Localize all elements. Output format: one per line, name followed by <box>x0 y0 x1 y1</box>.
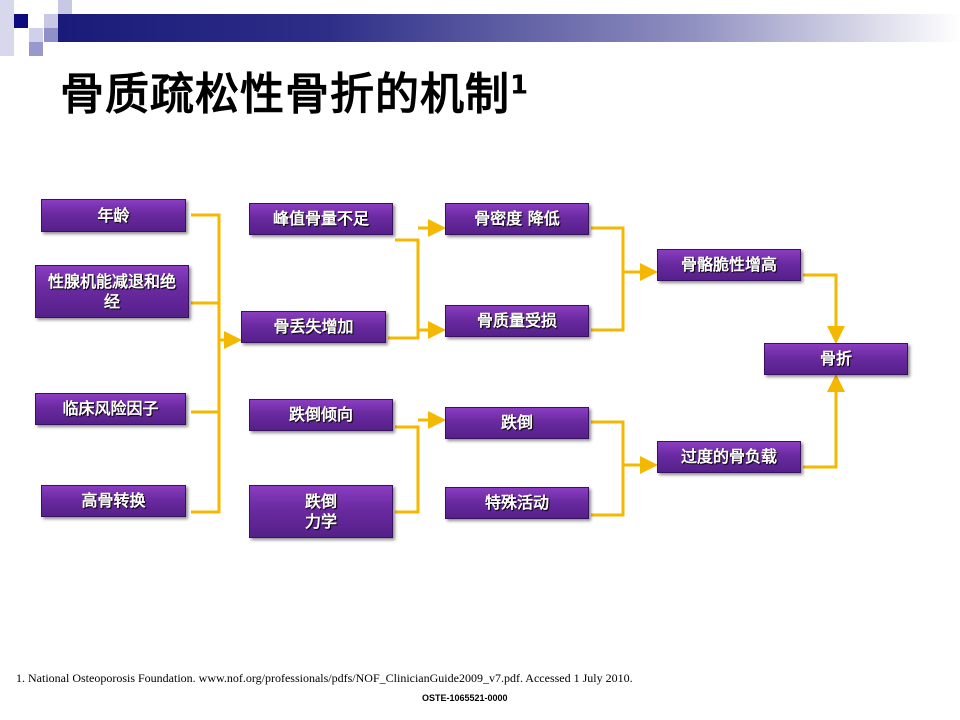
decor-square <box>29 42 43 56</box>
box-fall-tendency: 跌倒倾向 <box>249 399 393 431</box>
decor-square <box>29 28 43 42</box>
box-clinical-risk: 临床风险因子 <box>35 393 186 425</box>
box-fracture: 骨折 <box>764 343 908 375</box>
title-footnote-mark: 1 <box>510 70 530 101</box>
arrow-fragility-to-fracture <box>803 273 845 344</box>
box-fall-mechanics: 跌倒力学 <box>249 485 393 538</box>
box-high-turnover: 高骨转换 <box>41 485 186 517</box>
box-quality-impaired: 骨质量受损 <box>445 305 589 337</box>
decor-square <box>44 14 58 28</box>
connector-right-upper <box>591 226 625 332</box>
header-band <box>58 14 960 42</box>
reference-footnote: 1. National Osteoporosis Foundation. www… <box>16 671 633 685</box>
slide-title: 骨质疏松性骨折的机制1 <box>60 58 529 122</box>
title-text: 骨质疏松性骨折的机制 <box>60 69 510 120</box>
box-bone-loss: 骨丢失增加 <box>241 311 386 343</box>
box-hypogonadism: 性腺机能减退和绝经 <box>35 265 189 318</box>
box-fall: 跌倒 <box>445 407 589 439</box>
box-low-bmd: 骨密度 降低 <box>445 203 589 235</box>
connector-mid-upper <box>388 226 443 340</box>
decor-square <box>0 0 14 56</box>
decor-square <box>58 0 72 14</box>
box-fragility: 骨骼脆性增高 <box>657 249 801 281</box>
arrow-overload-to-fracture <box>803 374 845 469</box>
decor-square <box>44 28 58 42</box>
decor-square <box>14 14 28 28</box>
connector-right-lower <box>591 420 625 517</box>
box-overload: 过度的骨负载 <box>657 441 801 473</box>
document-code: OSTE-1065521-0000 <box>422 693 508 703</box>
box-low-peak: 峰值骨量不足 <box>249 203 393 235</box>
box-age: 年龄 <box>41 199 186 232</box>
connector-left <box>191 213 221 514</box>
connector-mid-lower <box>395 425 420 514</box>
box-special-activity: 特殊活动 <box>445 487 589 519</box>
